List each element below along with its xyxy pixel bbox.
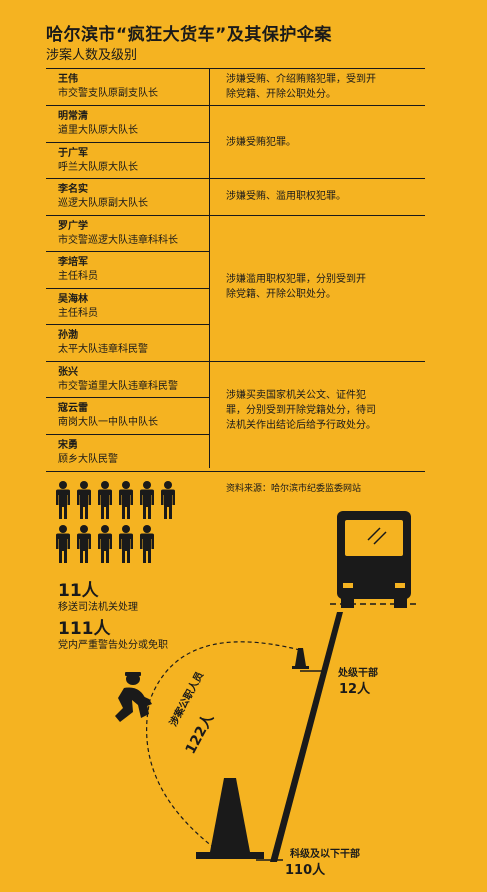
person-icon [119, 525, 133, 563]
row-rule [46, 397, 209, 398]
person-title: 市交警道里大队违章科民警 [58, 381, 178, 392]
section-count: 110人 [285, 863, 326, 878]
person-icon [98, 525, 112, 563]
group-rule [46, 178, 425, 179]
charge-text: 涉嫌受贿、介绍贿赂犯罪，受到开除党籍、开除公职处分。 [226, 74, 376, 100]
group-rule [46, 361, 425, 362]
traffic-cone-icon [196, 778, 264, 859]
person-name: 明常清 [58, 111, 88, 122]
person-icon [77, 525, 91, 563]
group-rule [46, 215, 425, 216]
division-label: 处级干部 [338, 668, 378, 679]
person-name: 宋勇 [58, 440, 78, 451]
row-rule [46, 434, 209, 435]
dashed-arc [146, 641, 301, 859]
person-icon [140, 481, 154, 519]
table-top-rule [46, 68, 425, 69]
person-name: 罗广学 [58, 221, 88, 232]
road-line [270, 612, 343, 862]
person-name: 孙渤 [58, 330, 78, 341]
person-title: 顾乡大队民警 [58, 454, 118, 465]
person-icon [98, 481, 112, 519]
person-name: 于广军 [58, 148, 88, 159]
officer-icon [115, 672, 152, 722]
row-rule [46, 251, 209, 252]
charge-text: 涉嫌受贿、滥用职权犯罪。 [226, 191, 346, 202]
page-subtitle: 涉案人数及级别 [46, 48, 138, 63]
person-title: 南岗大队一中队中队长 [58, 417, 158, 428]
person-name: 吴海林 [58, 294, 88, 305]
person-title: 主任科员 [58, 308, 98, 319]
charge-text: 涉嫌买卖国家机关公文、证件犯罪，分别受到开除党籍处分，待司法机关作出结论后给予行… [226, 390, 376, 431]
person-title: 市交警支队原副支队长 [58, 88, 158, 99]
person-title: 呼兰大队原大队长 [58, 162, 138, 173]
person-icon [119, 481, 133, 519]
person-title: 主任科员 [58, 271, 98, 282]
person-icon [140, 525, 154, 563]
page-title: 哈尔滨市“疯狂大货车”及其保护伞案 [46, 25, 332, 45]
person-name: 寇云雷 [58, 403, 88, 414]
person-name: 李名实 [58, 184, 88, 195]
group-rule [46, 105, 425, 106]
division-count: 12人 [339, 682, 371, 697]
warning-label: 党内严重警告处分或免职 [58, 640, 168, 651]
person-icon [56, 481, 70, 519]
person-icon [161, 481, 175, 519]
table-bottom-rule [46, 471, 425, 472]
person-icon [56, 525, 70, 563]
person-title: 道里大队原大队长 [58, 125, 138, 136]
charge-text: 涉嫌受贿犯罪。 [226, 137, 296, 148]
section-label: 科级及以下干部 [290, 849, 360, 860]
person-title: 太平大队违章科民警 [58, 344, 148, 355]
row-rule [46, 324, 209, 325]
charge-text: 涉嫌滥用职权犯罪，分别受到开除党籍、开除公职处分。 [226, 274, 366, 300]
row-rule [46, 142, 209, 143]
person-icon-grid [56, 481, 175, 563]
person-title: 巡逻大队原副大队长 [58, 198, 148, 209]
truck-icon [337, 511, 411, 608]
person-name: 张兴 [58, 367, 78, 378]
person-title: 市交警巡逻大队违章科科长 [58, 235, 178, 246]
judicial-count: 11人 [58, 581, 99, 601]
table-divider [209, 68, 210, 468]
row-rule [46, 288, 209, 289]
warning-count: 111人 [58, 619, 111, 639]
person-name: 王伟 [58, 74, 78, 85]
traffic-cone-icon [292, 648, 309, 669]
person-icon [77, 481, 91, 519]
judicial-label: 移送司法机关处理 [58, 602, 138, 613]
source-note: 资料来源：哈尔滨市纪委监委网站 [226, 484, 362, 494]
person-name: 李培军 [58, 257, 88, 268]
